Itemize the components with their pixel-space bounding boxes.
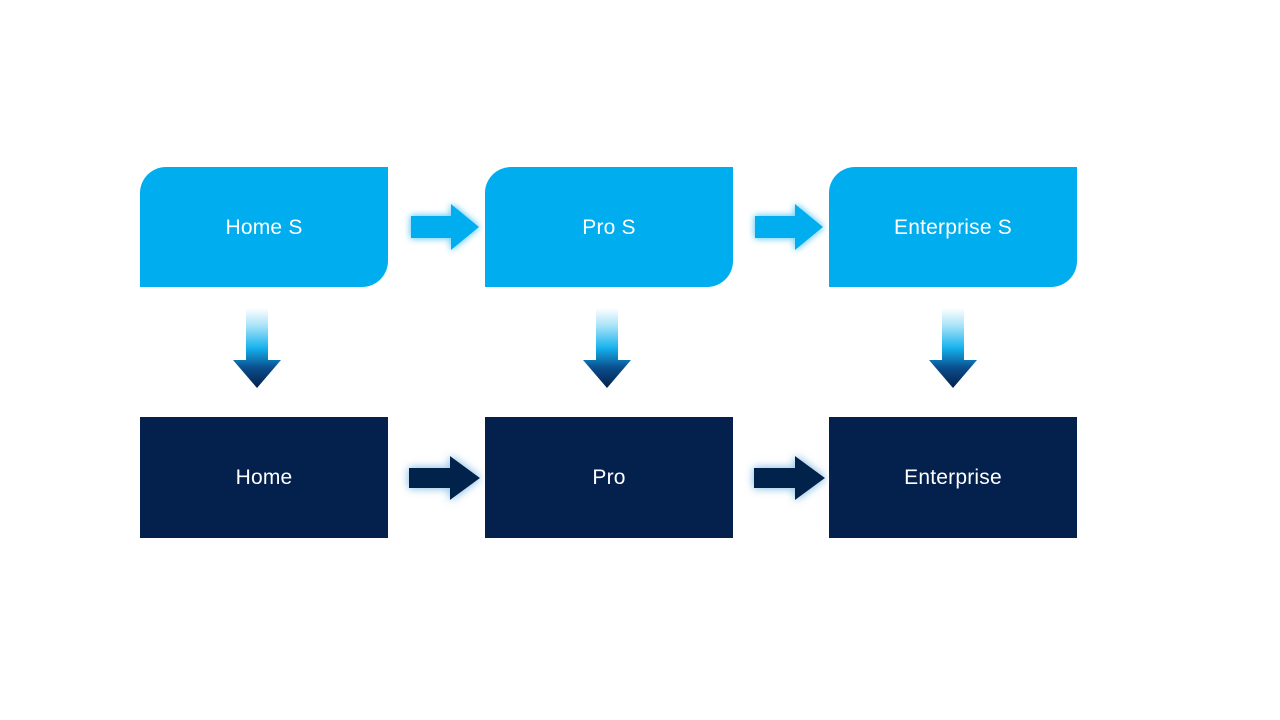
node-enterprise-s[interactable]: Enterprise S — [829, 167, 1077, 287]
node-pro-s-label: Pro S — [582, 215, 636, 239]
node-pro-s[interactable]: Pro S — [485, 167, 733, 287]
node-home[interactable]: Home — [140, 417, 388, 538]
arrow-home-s-to-pro-s — [405, 198, 485, 256]
node-home-label: Home — [235, 466, 293, 489]
node-enterprise[interactable]: Enterprise — [829, 417, 1077, 538]
arrow-pro-to-enterprise — [745, 449, 831, 507]
arrow-pro-s-to-pro — [579, 308, 635, 390]
node-enterprise-label: Enterprise — [904, 466, 1002, 489]
node-enterprise-s-label: Enterprise S — [894, 215, 1012, 239]
node-pro[interactable]: Pro — [485, 417, 733, 538]
arrow-pro-s-to-enterprise-s — [749, 198, 829, 256]
node-home-s-label: Home S — [225, 215, 303, 239]
arrow-home-s-to-home — [229, 308, 285, 390]
node-home-s[interactable]: Home S — [140, 167, 388, 287]
node-pro-label: Pro — [592, 466, 626, 489]
arrow-enterprise-s-to-enterprise — [925, 308, 981, 390]
arrow-home-to-pro — [400, 449, 486, 507]
